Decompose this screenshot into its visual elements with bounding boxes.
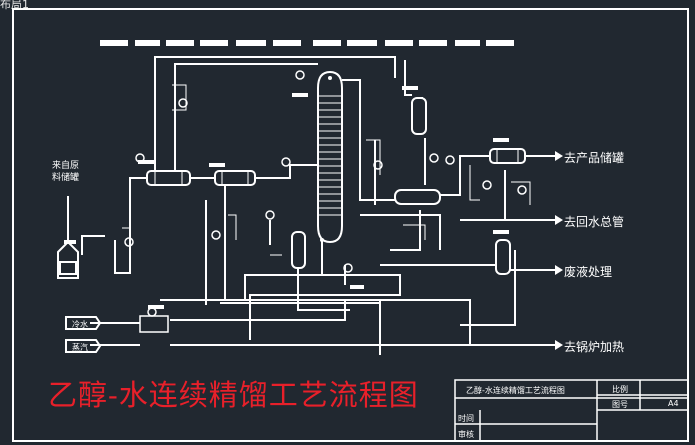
drawing-frame: [12, 8, 689, 442]
steam-inlet-label: 蒸汽: [72, 343, 88, 352]
steam-valve-box: [139, 315, 169, 333]
title-block-time-label: 时间: [458, 414, 474, 423]
heat-exchangers: [146, 148, 526, 205]
title-block: [454, 379, 689, 442]
feed-source-label-2: 料储罐: [52, 173, 80, 183]
control-loops: [122, 84, 531, 256]
output-product-label: 去产品储罐: [564, 151, 625, 165]
title-block-review-label: 审核: [458, 430, 474, 439]
instrument-circles: [124, 70, 527, 317]
vertical-coolers: [291, 97, 511, 275]
output-waste-label: 废液处理: [564, 265, 613, 279]
distillation-column: [317, 70, 343, 244]
layout-tab[interactable]: 布局1: [0, 0, 29, 11]
water-inlet-label: 冷水: [72, 320, 88, 329]
title-block-size: A4: [668, 399, 679, 408]
feed-source-label-1: 来自原: [52, 161, 80, 171]
feed-tank: [57, 240, 79, 279]
legend-bars: [100, 40, 514, 46]
output-arrows: [555, 151, 563, 350]
title-block-scale-label: 比例: [612, 385, 628, 394]
diagram-title: 乙醇-水连续精馏工艺流程图: [48, 378, 419, 412]
utility-inlets: [65, 316, 102, 353]
pipelines: [67, 56, 555, 355]
instrument-tags: [64, 86, 509, 309]
title-block-drawing-name: 乙醇-水连续精馏工艺流程图: [466, 386, 565, 395]
output-boiler-label: 去锅炉加热: [564, 340, 625, 354]
output-water-return-label: 去回水总管: [564, 215, 625, 229]
title-block-drawing-no-label: 图号: [612, 400, 628, 409]
